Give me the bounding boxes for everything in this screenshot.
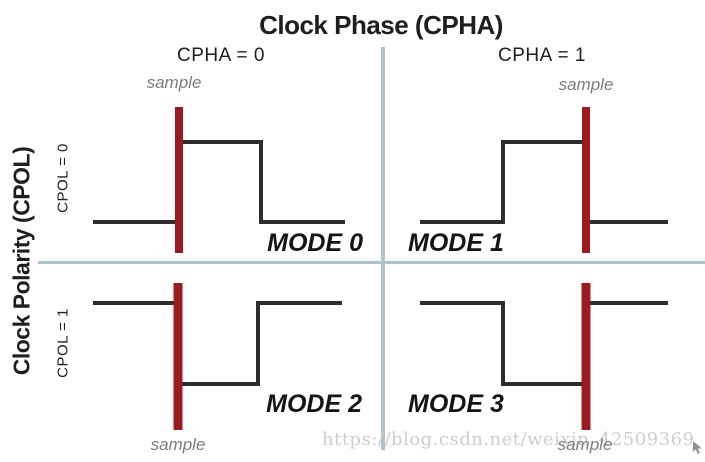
watermark-url: https://blog.csdn.net/weixin_42509369 (322, 429, 695, 450)
sample-label-mode-1: sample (558, 75, 614, 94)
vertical-divider (381, 47, 385, 450)
mouse-cursor-icon (693, 441, 702, 454)
mode-3-label: MODE 3 (408, 390, 504, 418)
diagram-title: Clock Phase (CPHA) (259, 10, 503, 40)
clock-waveform-mode-1 (420, 140, 668, 224)
column-header-cpha-0: CPHA = 0 (177, 45, 265, 66)
column-header-cpha-1: CPHA = 1 (498, 45, 586, 66)
mode-2-label: MODE 2 (266, 390, 362, 418)
sample-label-mode-2: sample (150, 435, 206, 454)
clock-waveform-mode-2 (93, 301, 342, 386)
clock-waveform-mode-3 (420, 301, 668, 386)
mode-1-label: MODE 1 (408, 229, 504, 257)
sample-label-mode-0: sample (146, 73, 202, 92)
horizontal-divider (38, 261, 705, 264)
clock-waveform-mode-0 (93, 140, 345, 224)
sample-label-mode-3: sample (557, 435, 613, 454)
mode-0-label: MODE 0 (267, 229, 363, 257)
